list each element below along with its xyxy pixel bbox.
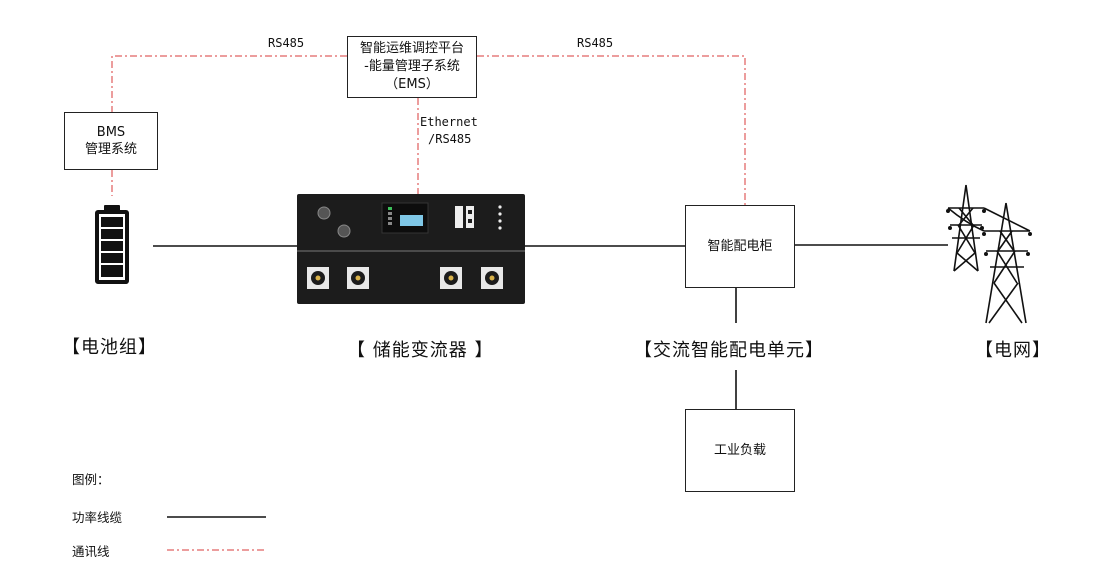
bms-line2: 管理系统 [84,142,137,157]
load-label: 工业负载 [713,443,766,458]
industrial-load-box: 工业负载 [685,409,795,492]
comm-line-ems-bms [111,55,347,112]
inverter-icon [297,194,525,304]
ems-line2: -能量管理子系统 [364,59,460,74]
grid-caption: 【电网】 [975,340,1051,361]
legend-comm-line-label: 通讯线 [72,544,110,559]
legend-power-cable-label: 功率线缆 [72,510,123,525]
legend-title: 图例： [72,472,110,487]
bms-line1: BMS [96,125,126,140]
cabinet-label: 智能配电柜 [707,239,773,254]
ethernet-label-2: /RS485 [428,132,472,146]
ethernet-label-1: Ethernet [420,115,478,129]
pcs-caption: 【 储能变流器 】 [347,340,494,361]
distribution-cabinet-box: 智能配电柜 [685,205,795,288]
bms-box: BMS 管理系统 [64,112,158,170]
ac-unit-caption: 【交流智能配电单元】 [634,340,824,361]
battery-icon [95,205,129,284]
battery-caption: 【电池组】 [62,337,157,358]
power-tower-icon [946,184,1032,324]
ems-box: 智能运维调控平台 -能量管理子系统 （EMS） [347,36,477,98]
ems-line1: 智能运维调控平台 [359,41,464,56]
ems-line3: （EMS） [385,77,439,92]
comm-line-ems-cabinet [477,55,746,205]
rs485-left-label: RS485 [268,36,305,50]
rs485-right-label: RS485 [577,36,614,50]
